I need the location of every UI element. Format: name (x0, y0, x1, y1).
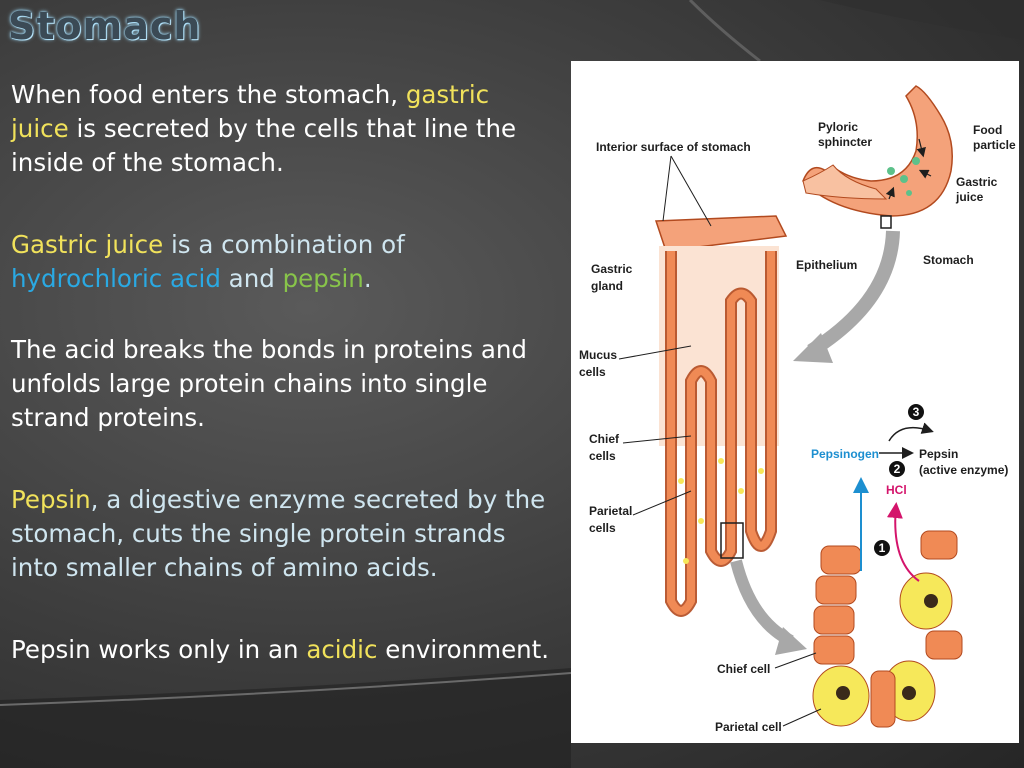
paragraph-pepsin-action: Pepsin, a digestive enzyme secreted by t… (11, 483, 551, 585)
highlight-pepsin: Pepsin (11, 485, 91, 514)
text-run: , a digestive enzyme secreted by the sto… (11, 485, 546, 582)
label-interior-surface: Interior surface of stomach (596, 140, 751, 154)
label-pyloric: Pyloric (818, 120, 858, 134)
slide-title: Stomach (8, 4, 202, 48)
label-juice: juice (955, 190, 984, 204)
paragraph-gastric-juice-secretion: When food enters the stomach, gastric ju… (11, 78, 551, 180)
stomach-illustration (802, 85, 953, 229)
spacer (11, 296, 551, 333)
spacer (11, 180, 551, 228)
label-parietal: Parietal (589, 504, 632, 518)
cell-cluster-illustration (812, 530, 963, 728)
spacer (11, 585, 551, 633)
label-gastric-gland-1: Gastric (591, 262, 633, 276)
paragraph-gastric-juice-composition: Gastric juice is a combination of hydroc… (11, 228, 551, 296)
slide-body: When food enters the stomach, gastric ju… (11, 78, 551, 667)
label-gastric: Gastric (956, 175, 998, 189)
label-mucus-cells: cells (579, 365, 606, 379)
stomach-diagram: 1 2 3 Interior surface of stomach Pylori… (571, 61, 1019, 743)
label-active-enzyme: (active enzyme) (919, 463, 1008, 477)
text-run: Pepsin works only in an (11, 635, 307, 664)
highlight-gastric-juice: Gastric juice (11, 230, 164, 259)
step-2-badge: 2 (894, 462, 901, 476)
text-run: . (363, 264, 372, 293)
label-food: Food (973, 123, 1002, 137)
step-3-badge: 3 (913, 405, 920, 419)
highlight-hydrochloric-acid: hydrochloric acid (11, 264, 221, 293)
text-run: and (220, 264, 283, 293)
highlight-acidic: acidic (306, 635, 378, 664)
spacer (11, 435, 551, 483)
label-pepsinogen: Pepsinogen (811, 447, 879, 461)
label-chief: Chief (589, 432, 620, 446)
gastric-gland-illustration (654, 215, 788, 617)
paragraph-acid-action: The acid breaks the bonds in proteins an… (11, 335, 527, 432)
paragraph-acidic-environment: Pepsin works only in an acidic environme… (11, 633, 551, 667)
label-mucus: Mucus (579, 348, 617, 362)
label-chief-cells: cells (589, 449, 616, 463)
highlight-gastric-juice: gastric juice (11, 80, 490, 143)
text-run: is a combination of (163, 230, 405, 259)
label-pepsin: Pepsin (919, 447, 958, 461)
label-chief-cell: Chief cell (717, 662, 770, 676)
label-sphincter: sphincter (818, 135, 872, 149)
text-run: When food enters the stomach, (11, 80, 406, 109)
label-epithelium: Epithelium (796, 258, 857, 272)
label-hcl: HCl (886, 483, 907, 497)
step-1-badge: 1 (879, 541, 886, 555)
highlight-pepsin: pepsin (282, 264, 364, 293)
text-run: is secreted by the cells that line the i… (11, 114, 517, 177)
label-gastric-gland-2: gland (591, 279, 623, 293)
text-run: environment. (377, 635, 550, 664)
label-particle: particle (973, 138, 1016, 152)
stomach-diagram-svg: 1 2 3 Interior surface of stomach Pylori… (579, 85, 1016, 734)
label-parietal-cell: Parietal cell (715, 720, 782, 734)
label-stomach: Stomach (923, 253, 974, 267)
label-parietal-cells: cells (589, 521, 616, 535)
